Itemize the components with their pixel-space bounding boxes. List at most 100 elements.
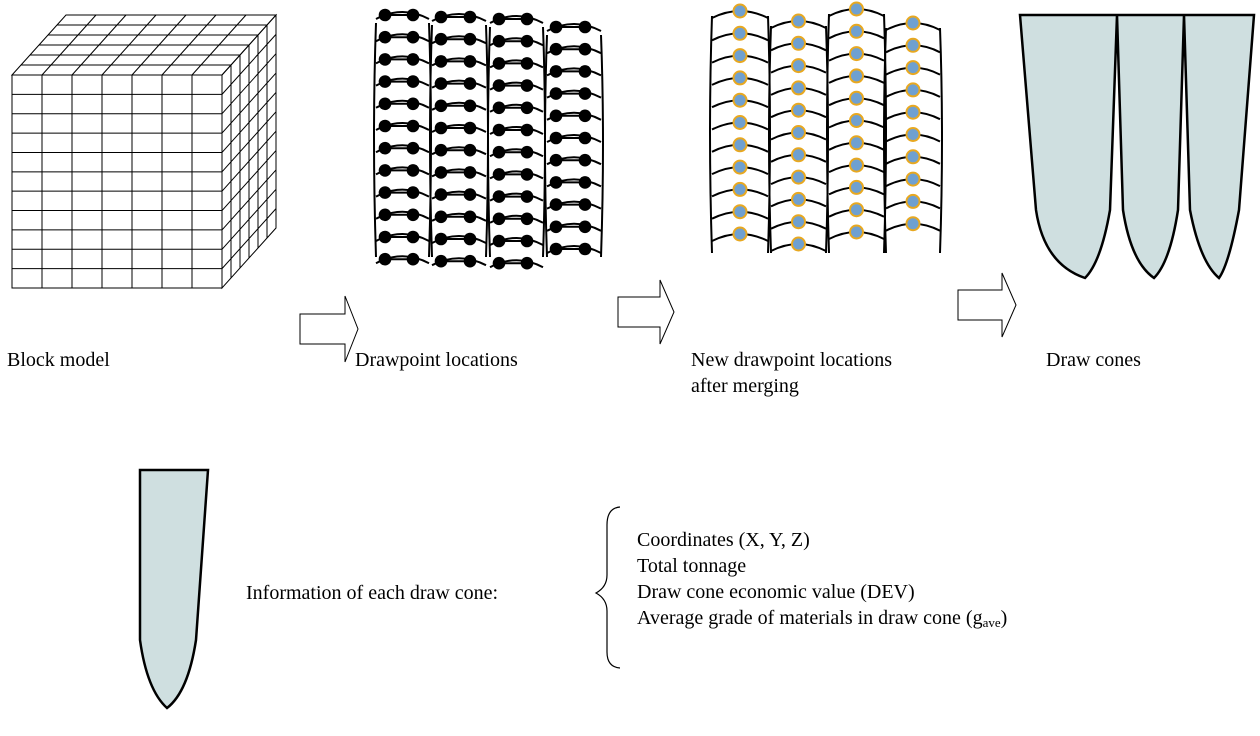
drawpoint-dot [463,254,477,268]
drawpoint-dot [492,234,506,248]
merged-drawpoint-dot [791,214,806,230]
info-item-coordinates: Coordinates (X, Y, Z) [637,529,810,551]
merged-drawpoint-dot [905,171,921,187]
info-item-grade: Average grade of materials in draw cone … [637,605,1007,631]
drawpoint-dot [434,143,448,157]
drawpoint-dot [578,42,592,56]
drawpoint-dot [492,190,506,203]
drawpoint-dot [492,101,506,115]
merged-drawpoint-dot [849,113,864,128]
drawpoint-dot [520,101,534,115]
cube-grid-line [221,150,277,211]
drawpoint-dot [463,143,477,157]
merged-wall [883,27,887,254]
drawpoint-dot [434,99,448,113]
drawpoint-dot [434,166,448,179]
grade-subscript: ave [982,615,1001,630]
drawpoint-dot [578,242,592,256]
merged-drawpoint-dot [849,135,864,151]
cube-grid-line [221,53,277,115]
drawpoint-dot [406,53,420,66]
drawpoint-dot [492,79,506,92]
drawpoint-dot [406,30,420,44]
right-brace-icon [594,506,621,669]
drawpoint-dot [378,186,392,199]
merged-drawpoint-dot [905,15,921,31]
merged-wall [939,27,943,254]
drawpoint-dot [520,34,534,48]
block-model-cube [10,13,278,290]
merged-drawpoints-diagram [709,1,943,254]
new-drawpoint-label-line-2: after merging [691,375,799,397]
drawpoint-dot [549,242,563,256]
drawpoint-dot [378,53,392,66]
drawpoint-dot [378,75,392,88]
merged-drawpoint-dot [732,70,748,86]
cube-grid-line [221,130,277,192]
drawpoint-dot [492,123,506,137]
merged-drawpoint-dot [791,236,806,252]
merged-wall [768,25,772,254]
drawpoint-dot [520,145,534,159]
right-arrow-icon [957,272,1017,338]
drawpoint-dot [578,131,592,145]
merged-drawpoint-dot [732,137,748,153]
drawpoint-dot [434,32,448,46]
draw-cones-diagram [1018,13,1256,280]
drawpoint-dot [463,166,477,179]
cube-grid-line [221,208,277,269]
merged-drawpoint-dot [791,102,806,118]
drawpoint-dot [549,109,563,123]
drawpoint-dot [378,30,392,44]
merged-drawpoint-dot [849,202,864,218]
merged-drawpoint-dot [905,127,921,142]
merged-drawpoint-dot [732,115,748,130]
drawpoint-dot [406,75,420,88]
drawpoint-dot [520,190,534,203]
merged-drawpoint-dot [791,80,806,96]
drawpoint-dot [434,121,448,135]
merged-drawpoint-dot [905,104,921,120]
drawpoint-dot [520,79,534,92]
drawpoint-dot [378,119,392,133]
info-item-tonnage: Total tonnage [637,555,747,577]
drawpoint-dot [434,55,448,68]
drawpoint-dot [378,208,392,222]
drawpoint-dot [549,65,563,78]
drawpoint-dot [520,168,534,181]
drawpoint-dot [463,10,477,24]
merged-drawpoint-dot [791,147,806,163]
merged-drawpoint-dot [791,191,806,207]
merged-drawpoint-dot [732,25,748,41]
drawpoint-dot [463,55,477,68]
merged-drawpoint-dot [849,224,864,240]
cube-grid-line [221,188,277,250]
merged-drawpoint-dot [791,125,806,140]
new-drawpoint-label-line-1: New drawpoint locations [691,349,893,371]
merged-drawpoint-dot [849,23,864,39]
block-model-label: Block model [7,349,110,371]
drawpoint-locations-diagram [373,8,604,270]
cube-front-face [11,74,223,289]
drawpoint-dot [578,20,592,34]
drawpoint-dot [578,87,592,100]
cube-grid-line [221,72,277,134]
drawpoint-dot [434,188,448,201]
drawpoint-dot [463,32,477,46]
right-arrow-icon [617,279,675,345]
drawpoint-dot [378,8,392,22]
drawpoint-locations-label: Drawpoint locations [355,349,518,371]
info-item-dev: Draw cone economic value (DEV) [637,581,915,603]
drawpoint-dot [520,256,534,270]
drawpoint-dot [549,87,563,100]
draw-cones-outline [1018,13,1256,280]
drawpoint-dot [578,220,592,234]
drawpoint-dot [520,212,534,226]
drawpoint-dot [578,65,592,78]
merged-drawpoint-dot [905,82,921,98]
merged-wall [709,15,713,254]
drawpoint-dot [549,20,563,34]
draw-cones-label: Draw cones [1046,349,1141,371]
merged-wall [826,13,830,254]
merged-drawpoint-dot [732,48,748,64]
